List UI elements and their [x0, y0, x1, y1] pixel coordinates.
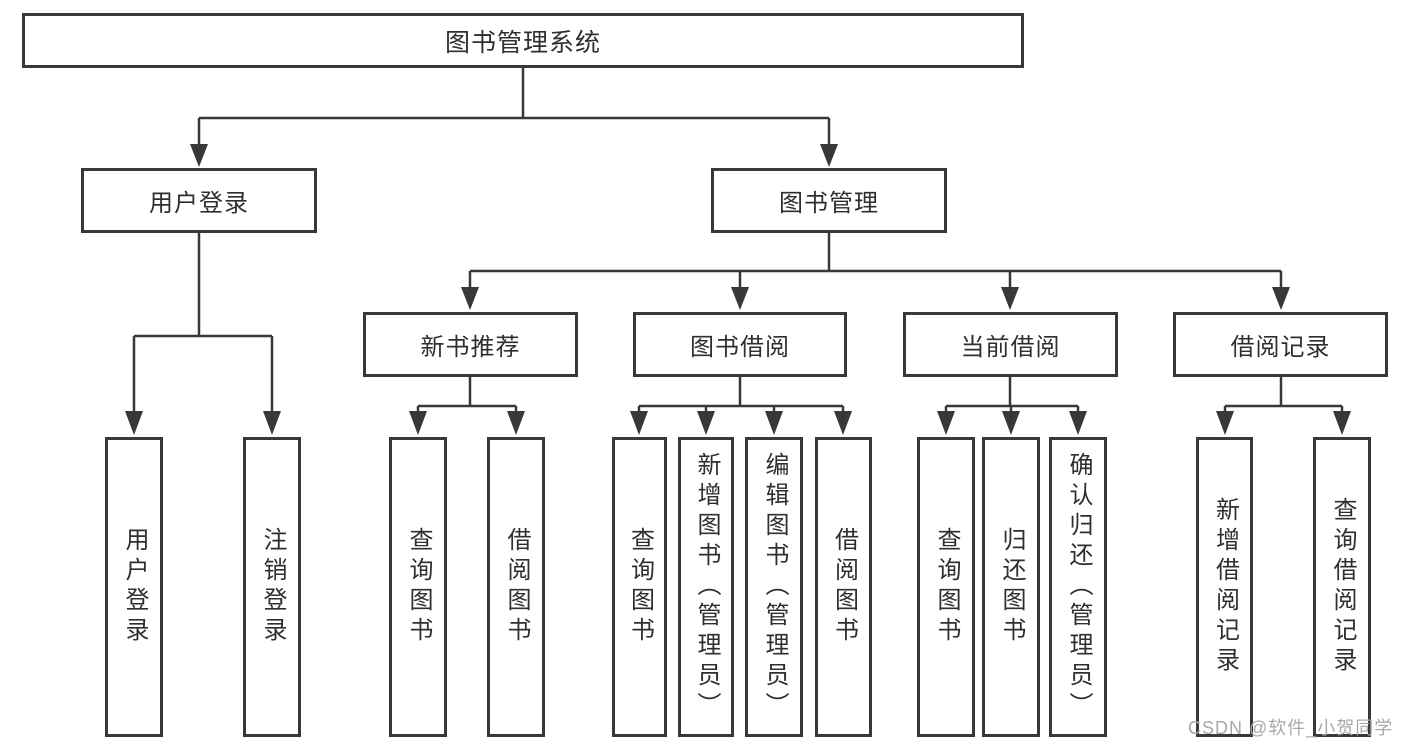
- leaf-borrow-books-newbook: 借阅图书: [487, 437, 545, 737]
- leaf-edit-books-admin: 编辑图书（管理员）: [745, 437, 803, 737]
- connector-user-login-branch: [125, 233, 281, 435]
- leaf-return-books: 归还图书: [982, 437, 1040, 737]
- node-current-borrow: 当前借阅: [903, 312, 1118, 377]
- leaf-logout-login: 注销登录: [243, 437, 301, 737]
- connector-book-borrow-branch: [630, 377, 852, 435]
- leaf-add-borrow-record: 新增借阅记录: [1196, 437, 1253, 737]
- node-book-borrow: 图书借阅: [633, 312, 847, 377]
- connector-current-borrow-branch: [937, 377, 1087, 435]
- csdn-watermark: CSDN @软件_小贺同学: [1188, 718, 1394, 738]
- leaf-add-books-admin: 新增图书（管理员）: [678, 437, 734, 737]
- leaf-user-login: 用户登录: [105, 437, 163, 737]
- leaf-query-borrow-record: 查询借阅记录: [1313, 437, 1371, 737]
- connector-new-book-branch: [409, 377, 525, 435]
- leaf-query-books-borrow: 查询图书: [612, 437, 667, 737]
- connector-book-management-branch: [461, 233, 1290, 310]
- connector-root-to-level2: [190, 68, 838, 167]
- connector-borrow-records-branch: [1216, 377, 1351, 435]
- node-borrow-records: 借阅记录: [1173, 312, 1388, 377]
- node-new-book-recommend: 新书推荐: [363, 312, 578, 377]
- leaf-query-books-newbook: 查询图书: [389, 437, 447, 737]
- node-library-system: 图书管理系统: [22, 13, 1024, 68]
- leaf-query-books-current: 查询图书: [917, 437, 975, 737]
- leaf-borrow-books: 借阅图书: [815, 437, 872, 737]
- leaf-confirm-return-admin: 确认归还（管理员）: [1049, 437, 1107, 737]
- node-user-login: 用户登录: [81, 168, 317, 233]
- node-book-management: 图书管理: [711, 168, 947, 233]
